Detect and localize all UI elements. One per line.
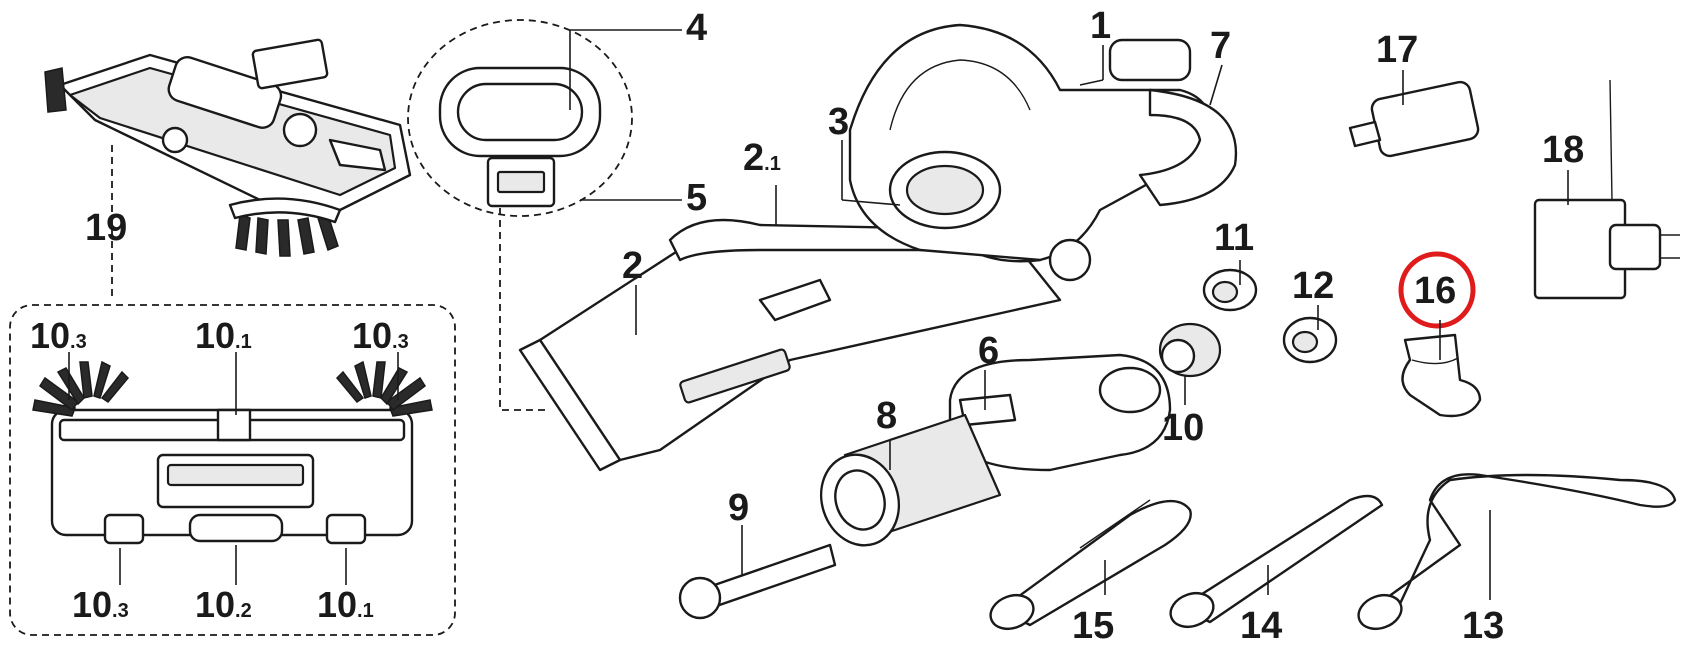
- callout-5: 5: [686, 177, 707, 219]
- callout-12: 12: [1292, 265, 1334, 307]
- inset-callout-10-3-left: 10.3: [30, 315, 87, 356]
- callout-2: 2: [622, 245, 643, 287]
- inset-callout-10-1-bottom: 10.1: [317, 584, 374, 625]
- part-3-motor-core[interactable]: [888, 150, 1002, 230]
- detail-oval-4-5: [407, 19, 633, 217]
- part-17-battery[interactable]: [1348, 80, 1480, 158]
- part-5-latch[interactable]: [486, 156, 556, 208]
- callout-18: 18: [1542, 129, 1584, 171]
- callout-7: 7: [1210, 25, 1231, 67]
- callout-9: 9: [728, 487, 749, 529]
- callout-13: 13: [1462, 605, 1504, 647]
- callout-6: 6: [978, 330, 999, 372]
- callout-2-1: 2.1: [743, 137, 781, 179]
- inset-callout-10-3-right: 10.3: [352, 315, 409, 356]
- brush-bristles-19: [44, 67, 339, 257]
- callout-8: 8: [876, 395, 897, 437]
- callout-17: 17: [1376, 29, 1418, 71]
- callout-19: 19: [85, 207, 127, 249]
- part-10-roller[interactable]: [1158, 322, 1222, 378]
- part-10-brush-head-underside[interactable]: [32, 360, 433, 545]
- inset-bristles-left: [32, 360, 130, 417]
- inset-callout-10-2-bottom: 10.2: [195, 584, 252, 625]
- callout-11: 11: [1214, 217, 1254, 259]
- callout-10: 10: [1162, 407, 1204, 449]
- callout-3: 3: [828, 101, 849, 143]
- part-4-window[interactable]: [438, 66, 602, 158]
- inset-box-10: [9, 304, 456, 636]
- part-16-highlight-ring: [1398, 251, 1476, 329]
- part-7-handle-ring[interactable]: [1138, 88, 1238, 207]
- part-11-knob[interactable]: [1202, 268, 1258, 312]
- part-13-handle[interactable]: [1354, 473, 1677, 634]
- inset-callout-10-3-bottom: 10.3: [72, 584, 129, 625]
- callout-labels: 1 7 3 4 5 2.1 2 6 8 9 10 11 12 16 17 18 …: [30, 5, 1584, 647]
- part-6-dust-container[interactable]: [948, 353, 1172, 472]
- leader-lines: [68, 29, 1569, 600]
- callout-14: 14: [1240, 605, 1282, 647]
- part-16-clip[interactable]: [1401, 333, 1482, 418]
- part-1-motor-body[interactable]: [848, 23, 1214, 282]
- part-18-charger[interactable]: [1533, 79, 1680, 300]
- part-14-extension-tube[interactable]: [1166, 494, 1384, 633]
- callout-4: 4: [686, 7, 707, 49]
- inset-bristles-right: [335, 360, 433, 417]
- part-15-extension-tube[interactable]: [986, 499, 1192, 635]
- part-8-cylinder-filter[interactable]: [810, 413, 1002, 555]
- part-2-lower-housing[interactable]: [518, 228, 1062, 472]
- part-19-brush-head[interactable]: [44, 38, 412, 257]
- callout-15: 15: [1072, 605, 1114, 647]
- part-12-nut[interactable]: [1282, 316, 1338, 364]
- callout-1: 1: [1090, 5, 1111, 47]
- callout-16: 16: [1414, 270, 1456, 312]
- part-9-filter-frame[interactable]: [678, 543, 837, 620]
- inset-callout-10-1-top: 10.1: [195, 315, 252, 356]
